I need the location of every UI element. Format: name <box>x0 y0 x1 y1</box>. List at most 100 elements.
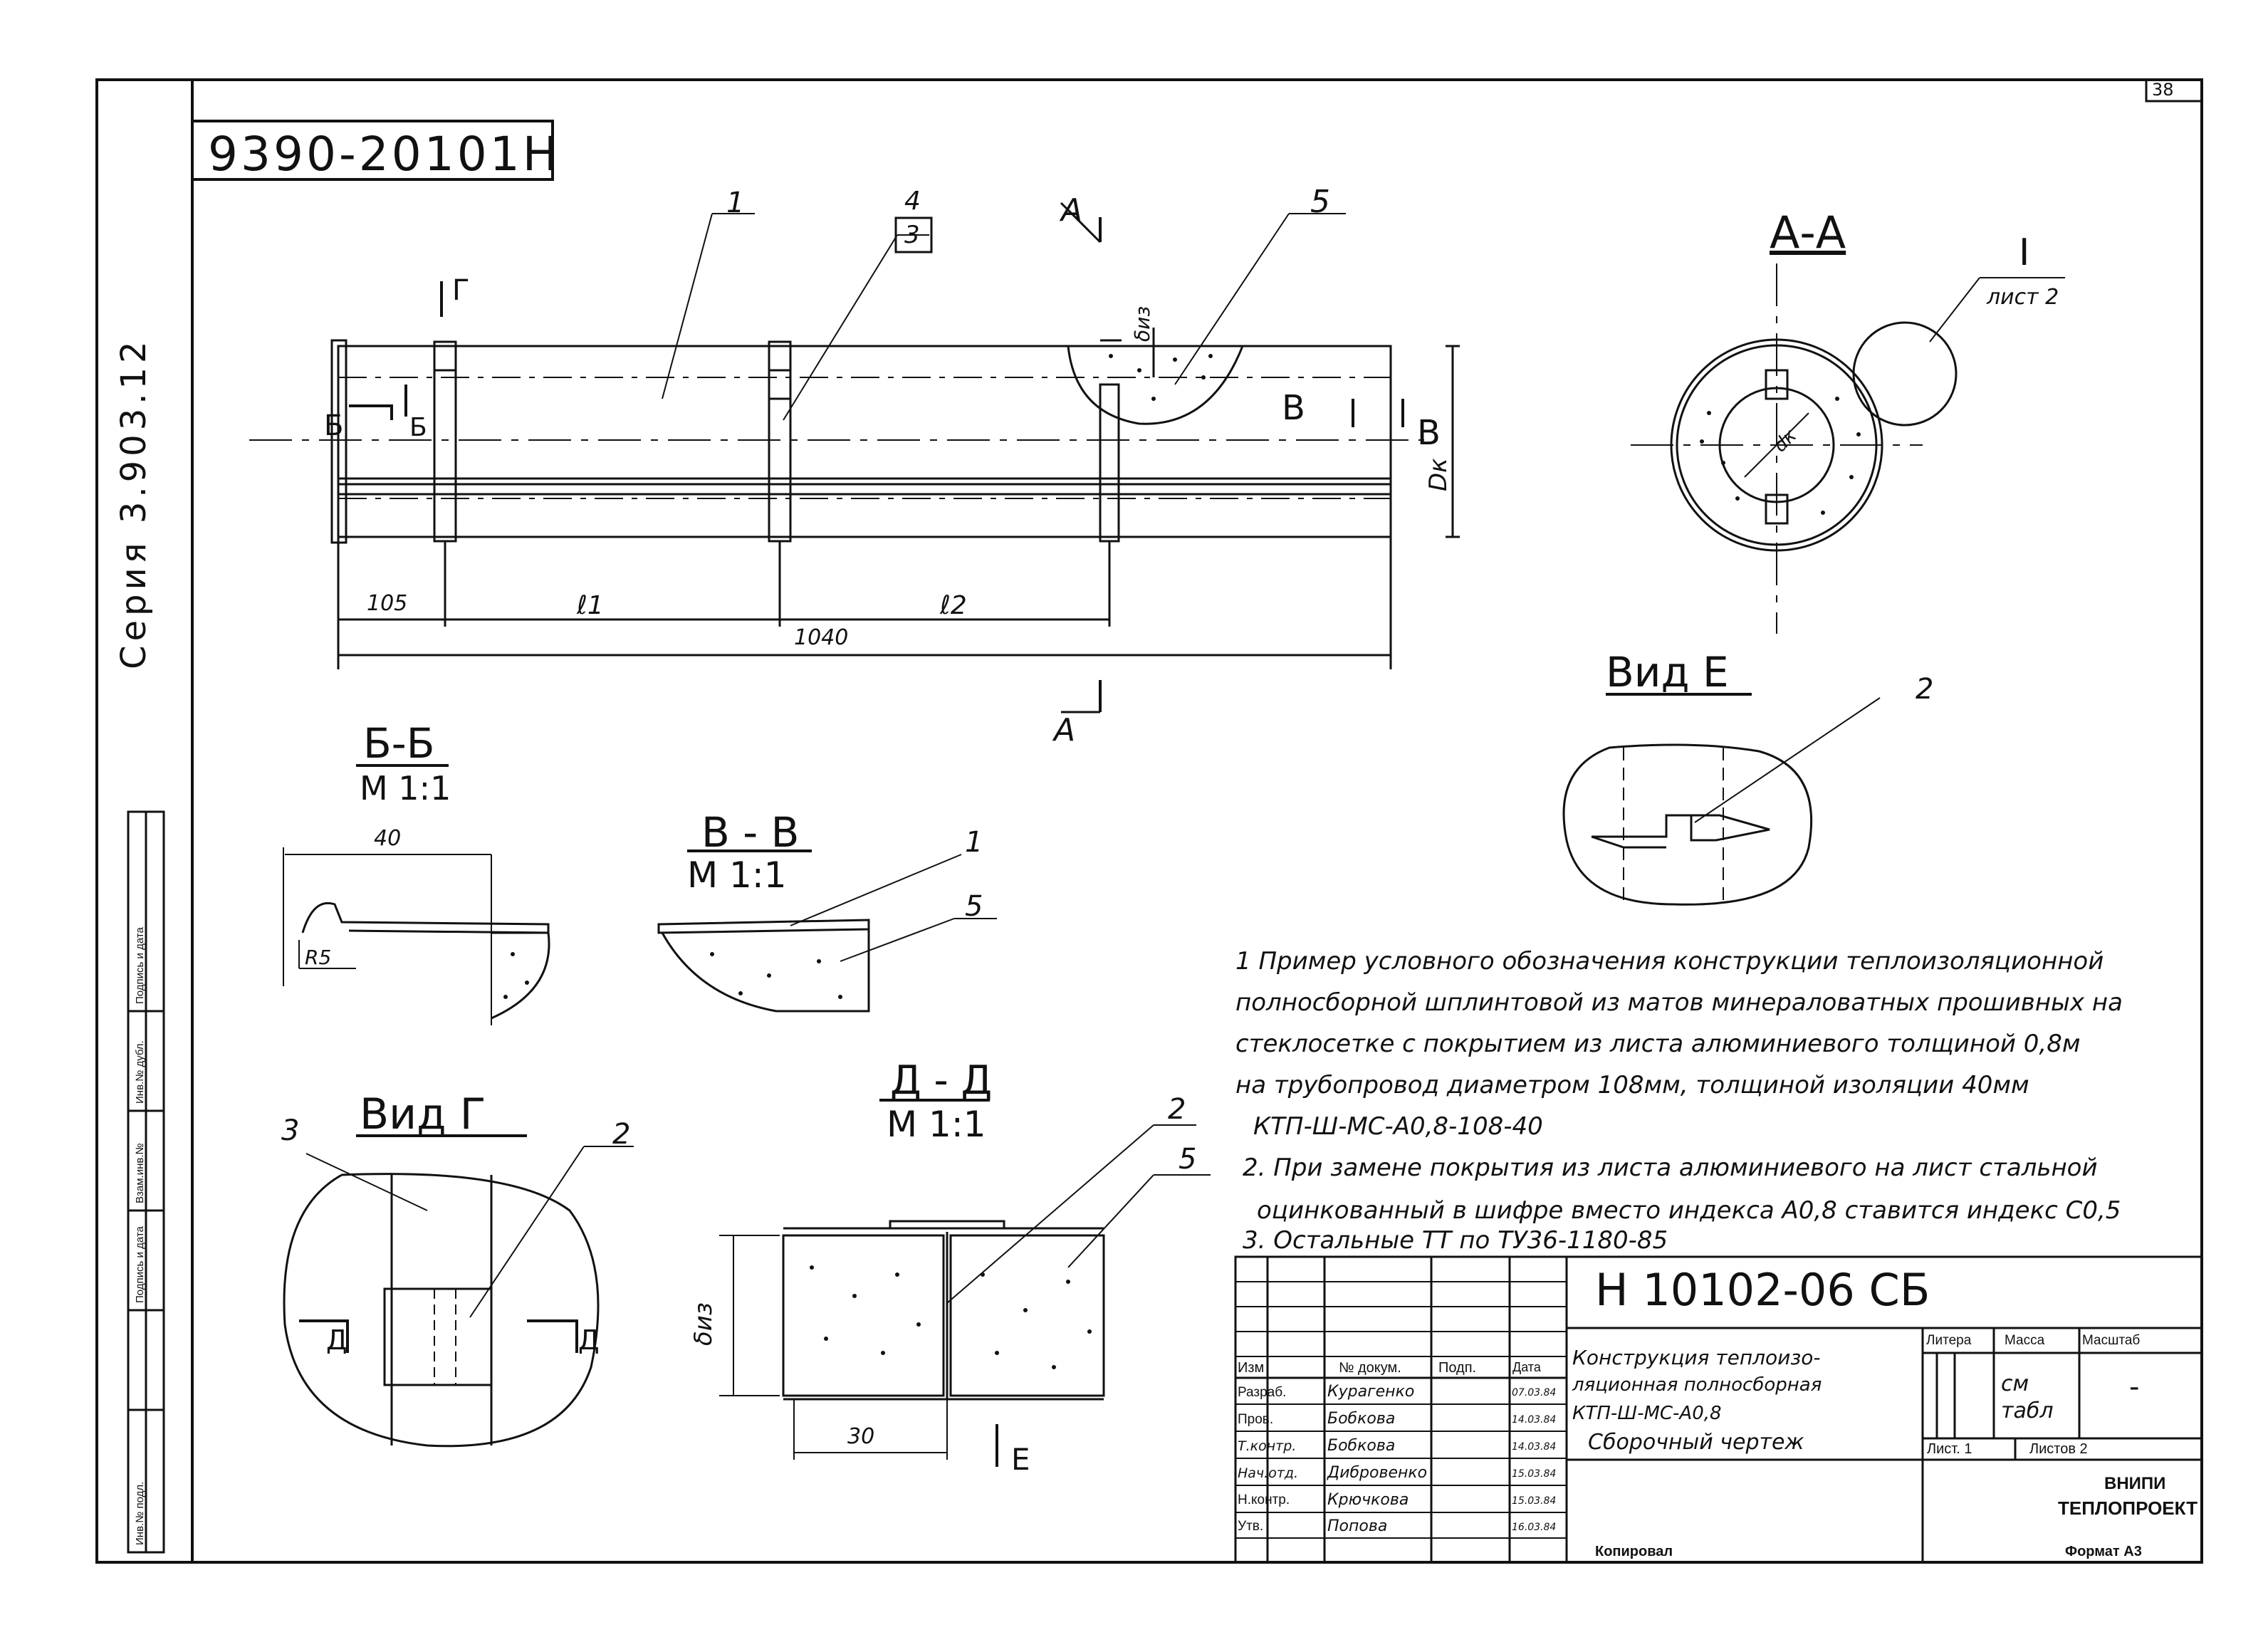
note-line-6: 2. При замене покрытия из листа алюминие… <box>1243 1154 2098 1182</box>
view-e-title: Вид Е <box>1606 648 1729 696</box>
view-e-callout-2: 2 <box>1916 673 1934 706</box>
series-label: Серия 3.903.12 <box>114 337 154 669</box>
cut-d-left: Д <box>326 1324 347 1356</box>
section-bb-title: Б-Б <box>363 719 435 768</box>
footer-format: Формат А3 <box>2065 1544 2142 1559</box>
view-g-drawing <box>283 1134 634 1448</box>
hdr-sign: Подп. <box>1438 1360 1477 1376</box>
stamp-label-inv-podl: Инв.№ подл. <box>134 1481 146 1545</box>
cut-a-bottom: А <box>1054 712 1076 748</box>
role-razrab: Разраб. <box>1238 1385 1287 1400</box>
cut-a-top: А <box>1061 192 1083 229</box>
dim-dk: Dк <box>1424 458 1453 491</box>
dim-105: 105 <box>367 591 408 616</box>
name-nachotd: Дибровенко <box>1327 1464 1428 1482</box>
note-line-5: КТП-Ш-МС-А0,8-108-40 <box>1253 1112 1543 1141</box>
footer-copied: Копировал <box>1595 1544 1673 1559</box>
callout-4: 4 <box>904 187 921 216</box>
role-utv: Утв. <box>1238 1519 1264 1534</box>
name-utv: Попова <box>1327 1517 1388 1535</box>
note-line-3: стеклосетке с покрытием из листа алюмини… <box>1235 1030 2081 1058</box>
section-aa-title: А-А <box>1770 206 1846 258</box>
scale-label: Масштаб <box>2082 1333 2141 1348</box>
doc-name-line-4: Сборочный чертеж <box>1588 1430 1804 1455</box>
dim-40: 40 <box>374 826 402 851</box>
sheets-label: Листов 2 <box>2029 1441 2088 1457</box>
role-tkontr: Т.контр. <box>1238 1438 1297 1454</box>
date-prov: 14.03.84 <box>1512 1414 1557 1426</box>
note-line-7: оцинкованный в шифре вместо индекса А0,8… <box>1257 1196 2121 1225</box>
date-tkontr: 14.03.84 <box>1512 1441 1557 1453</box>
scale-value: - <box>2129 1371 2140 1403</box>
litera-label: Литера <box>1926 1333 1972 1348</box>
cut-b-right: Б <box>409 413 427 442</box>
date-utv: 16.03.84 <box>1512 1522 1557 1533</box>
view-e-drawing <box>1562 693 1881 906</box>
dim-30: 30 <box>847 1424 875 1449</box>
doc-name-line-3: КТП-Ш-МС-А0,8 <box>1572 1403 1722 1424</box>
role-prov: Пров. <box>1238 1412 1274 1427</box>
section-dd-diz: δиз <box>689 1302 718 1346</box>
section-dd-scale: М 1:1 <box>887 1104 986 1145</box>
name-prov: Бобкова <box>1327 1410 1396 1428</box>
dim-l2: ℓ2 <box>940 591 967 620</box>
cut-v-left: В <box>1282 388 1305 428</box>
section-dd-drawing <box>719 1099 1211 1467</box>
detail-ref: I <box>2019 231 2030 274</box>
role-nkontr: Н.контр. <box>1238 1492 1290 1507</box>
section-dd-callout-2: 2 <box>1168 1093 1186 1126</box>
section-bb-drawing <box>283 764 550 1025</box>
name-nkontr: Крючкова <box>1327 1491 1409 1509</box>
stamp-label-vzam: Взам.инв.№ <box>134 1143 146 1203</box>
sheet-number: 38 <box>2152 80 2174 100</box>
doc-name-line-2: ляционная полносборная <box>1572 1374 1822 1396</box>
org-name-2: ТЕПЛОПРОЕКТ <box>2058 1497 2198 1519</box>
main-pipe-view <box>249 202 1460 713</box>
note-line-2: полносборной шплинтовой из матов минерал… <box>1235 988 2123 1017</box>
date-nkontr: 15.03.84 <box>1512 1495 1557 1507</box>
note-line-1: 1 Пример условного обозначения конструкц… <box>1235 947 2104 976</box>
section-dd-callout-5: 5 <box>1179 1143 1197 1176</box>
radius-r5: R5 <box>305 946 332 969</box>
section-aa-drawing <box>1631 263 2065 634</box>
stamp-label-sign-date-2: Подпись и дата <box>134 927 146 1004</box>
section-dd-title: Д - Д <box>890 1057 993 1104</box>
note-line-4: на трубопровод диаметром 108мм, толщиной… <box>1235 1071 2029 1099</box>
callout-5: 5 <box>1310 184 1330 220</box>
dim-diz: δиз <box>1131 305 1154 342</box>
name-razrab: Курагенко <box>1327 1383 1415 1401</box>
sheet-number-box <box>2145 78 2203 103</box>
drawing-id: 9390-20101H <box>208 127 561 182</box>
mass-label: Масса <box>2005 1333 2045 1348</box>
view-g-title: Вид Г <box>360 1089 486 1139</box>
hdr-doc: № докум. <box>1339 1360 1401 1376</box>
callout-3: 3 <box>904 221 920 249</box>
org-name-1: ВНИПИ <box>2104 1474 2166 1493</box>
name-tkontr: Бобкова <box>1327 1437 1396 1455</box>
outer-frame <box>95 78 2203 1564</box>
doc-name-line-1: Конструкция теплоизо- <box>1572 1346 1821 1369</box>
section-bb-scale: М 1:1 <box>360 769 451 807</box>
date-nachotd: 15.03.84 <box>1512 1468 1557 1480</box>
view-g-callout-3: 3 <box>281 1114 300 1147</box>
view-g-mark: Г <box>452 274 470 307</box>
doc-number: Н 10102-06 СБ <box>1595 1264 1930 1316</box>
cut-v-right: В <box>1417 413 1441 453</box>
section-vv-drawing <box>657 849 997 1013</box>
cut-b-left: Б <box>324 409 344 442</box>
stamp-label-dubl: Инв.№ дубл. <box>134 1040 146 1104</box>
hdr-date: Дата <box>1512 1360 1541 1374</box>
note-line-8: 3. Остальные ТТ по ТУ36-1180-85 <box>1243 1226 1668 1255</box>
view-g-callout-2: 2 <box>612 1118 631 1151</box>
dim-1040: 1040 <box>794 625 849 650</box>
date-razrab: 07.03.84 <box>1512 1387 1557 1398</box>
stamp-label-sign-date: Подпись и дата <box>134 1226 146 1303</box>
section-vv-callout-1: 1 <box>965 826 983 859</box>
mass-value: см табл <box>2001 1371 2054 1423</box>
sheet-label: Лист. 1 <box>1927 1441 1972 1457</box>
cut-d-right: Д <box>578 1324 600 1356</box>
hdr-izm: Изм <box>1238 1360 1265 1376</box>
section-vv-callout-5: 5 <box>965 890 983 923</box>
view-e-mark: Е <box>1011 1442 1030 1477</box>
